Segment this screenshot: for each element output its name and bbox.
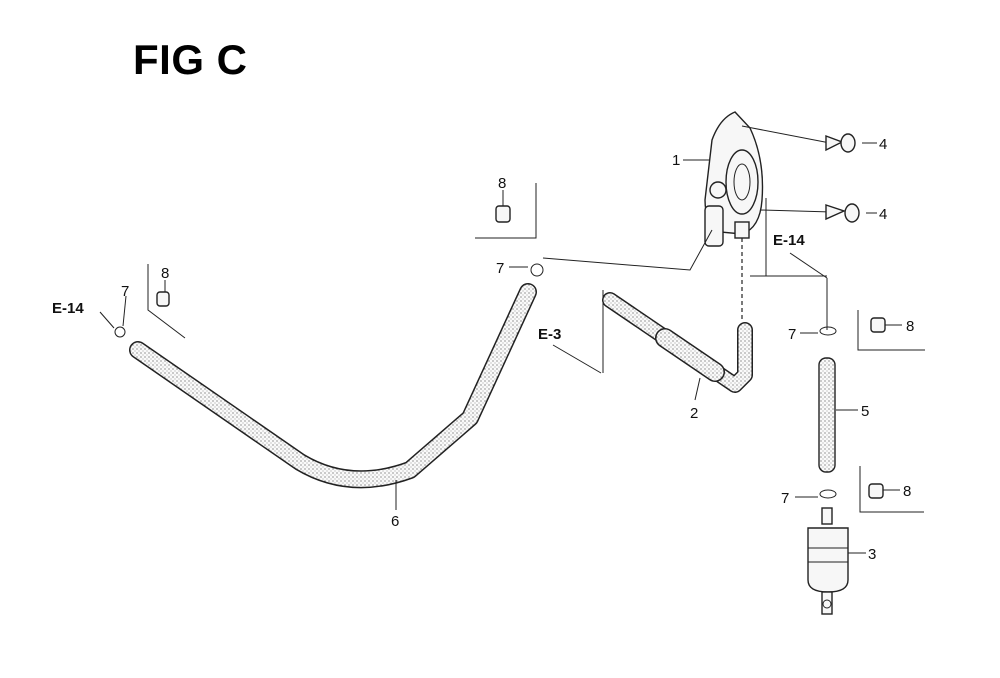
- ref-e3: E-3: [538, 326, 561, 343]
- clip-icon: [114, 263, 837, 499]
- callout-screw-top: 4: [879, 136, 887, 153]
- callout-clip-left: 7: [121, 283, 129, 300]
- bracket-lines: [147, 183, 925, 513]
- ref-e14-right: E-14: [773, 232, 805, 249]
- callout-clip-right-upper: 7: [788, 326, 796, 343]
- callout-tube-mid: 5: [861, 403, 869, 420]
- ref-e14-left: E-14: [52, 300, 84, 317]
- callout-clamp-right-upper: 8: [906, 318, 914, 335]
- callout-clamp-top: 8: [498, 175, 506, 192]
- fuel-filter: [807, 507, 849, 615]
- fuel-tube-middle: [818, 357, 836, 473]
- fuel-tube-short: [602, 292, 753, 393]
- fuel-tube-long: [129, 283, 537, 489]
- figure-title: FIG C: [133, 36, 248, 83]
- callout-fuel-cock: 1: [672, 152, 680, 169]
- callout-clip-right-lower: 7: [781, 490, 789, 507]
- screw-top: [741, 125, 856, 153]
- callout-clamp-right-lower: 8: [903, 483, 911, 500]
- screw-middle: [759, 203, 860, 223]
- callout-tube-long: 6: [391, 513, 399, 530]
- leader-lines: [99, 142, 902, 554]
- fuel-cock: [704, 111, 764, 320]
- callout-fuel-filter: 3: [868, 546, 876, 563]
- callout-screw-mid: 4: [879, 206, 887, 223]
- callout-tube-short: 2: [690, 405, 698, 422]
- callout-clamp-left: 8: [161, 265, 169, 282]
- clamp-icon: [156, 205, 886, 499]
- callout-clip-top: 7: [496, 260, 504, 277]
